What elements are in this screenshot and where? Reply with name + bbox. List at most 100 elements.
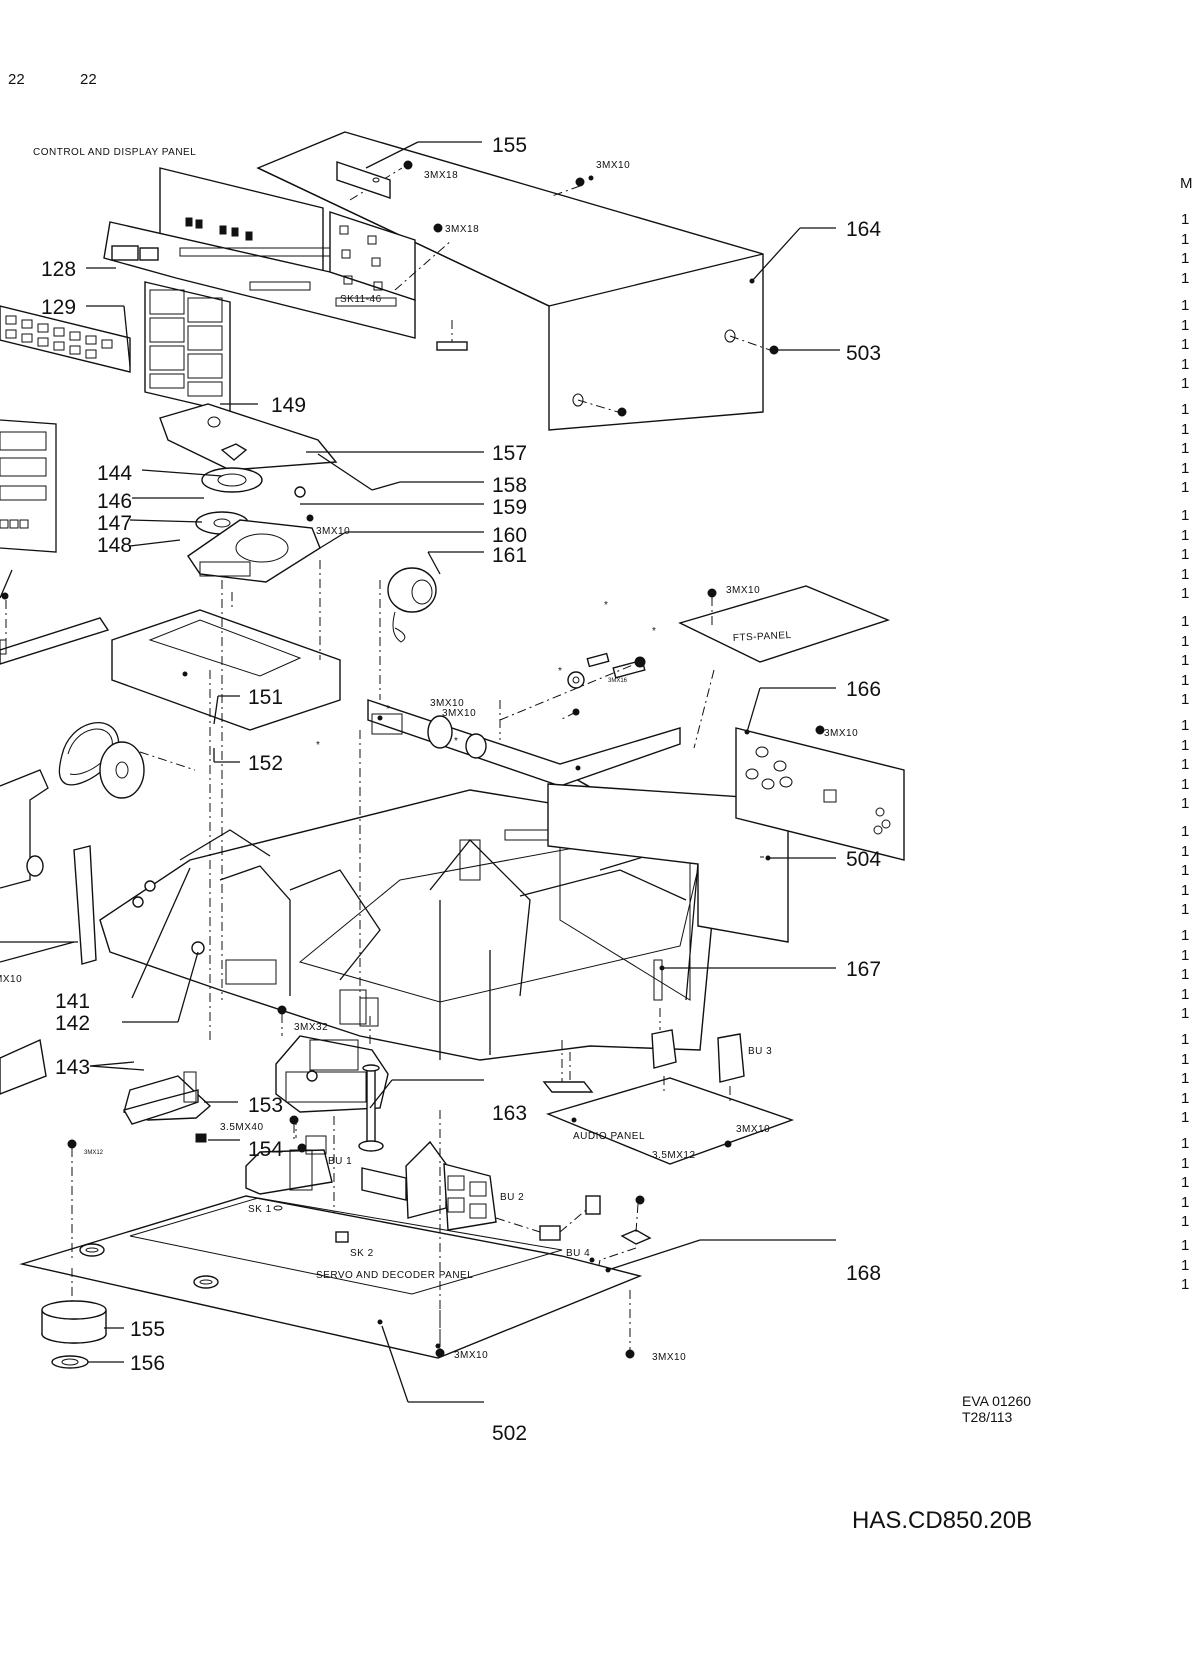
callout-167: 167: [846, 958, 881, 981]
parts-list-row-fragment: 1: [1181, 1237, 1189, 1254]
parts-list-row-fragment: 1: [1181, 479, 1189, 496]
callout-161: 161: [492, 544, 527, 567]
drawing-reference-line1: EVA 01260: [962, 1393, 1031, 1409]
pcb-components: [179, 225, 397, 307]
parts-list-row-fragment: 1: [1181, 652, 1189, 669]
parts-list-edge: M 11111111111111111111111111111111111111…: [1180, 175, 1193, 1293]
callout-156: 156: [130, 1352, 165, 1375]
parts-list-row-fragment: 1: [1181, 250, 1189, 267]
screw-label: 3MX10: [0, 974, 22, 985]
callout-153: 153: [248, 1094, 283, 1117]
parts-list-row-fragment: 1: [1181, 737, 1189, 754]
callout-155-foot: 155: [130, 1318, 165, 1341]
left-display-window: [0, 419, 57, 553]
sk1-label: SK 1: [248, 1204, 272, 1215]
bu4-connector: [539, 1195, 652, 1281]
callout-142: 142: [55, 1012, 90, 1035]
assembly-lines: [209, 580, 563, 1350]
parts-list-row-fragment: 1: [1181, 947, 1189, 964]
parts-list-row-fragment: 1: [1181, 507, 1189, 524]
parts-list-row-fragment: 1: [1181, 401, 1189, 418]
parts-list-row-fragment: 1: [1181, 1174, 1189, 1191]
screw-label: 3MX10: [824, 728, 858, 739]
parts-list-row-fragment: 1: [1181, 336, 1189, 353]
parts-list-row-fragment: 1: [1181, 717, 1189, 734]
callout-504: 504: [846, 848, 881, 871]
parts-list-row-fragment: 1: [1181, 1194, 1189, 1211]
callout-166: 166: [846, 678, 881, 701]
parts-list-row-fragment: 1: [1181, 795, 1189, 812]
screw-label: 3MX32: [294, 1022, 328, 1033]
chassis-rear-panel: [367, 699, 681, 787]
star-markers: * * * * * *: [316, 600, 656, 751]
callout-151: 151: [248, 686, 283, 709]
audio-panel-label: AUDIO PANEL: [573, 1131, 645, 1142]
parts-list-row-fragment: 1: [1181, 546, 1189, 563]
parts-list-row-fragment: 1: [1181, 862, 1189, 879]
parts-list-row-fragment: 1: [1181, 1257, 1189, 1274]
document-code: HAS.CD850.20B: [852, 1507, 1032, 1534]
rear-socket-panel: [735, 725, 905, 861]
parts-list-row-fragment: 1: [1181, 986, 1189, 1003]
bu2-connector: [361, 1140, 541, 1233]
servo-decoder-panel-label: SERVO AND DECODER PANEL: [316, 1270, 473, 1281]
star-marker: *: [454, 736, 458, 747]
page-number-right: 22: [80, 71, 97, 88]
screw-labels: 3MX18 3MX18 3MX10 3MX10 3MX10 3MX10 3MX1…: [0, 160, 858, 1363]
screw-label: 3MX10: [736, 1124, 770, 1135]
parts-list-row-fragment: 1: [1181, 566, 1189, 583]
parts-list-row-fragment: 1: [1181, 270, 1189, 287]
parts-list-row-fragment: 1: [1181, 691, 1189, 708]
parts-list-row-fragment: 1: [1181, 356, 1189, 373]
parts-list-row-fragment: 1: [1181, 421, 1189, 438]
front-strip: [0, 305, 131, 373]
bu3-label: BU 3: [748, 1046, 772, 1057]
screw-label: 3MX18: [424, 170, 458, 181]
callout-503: 503: [846, 342, 881, 365]
parts-list-heading: M: [1180, 175, 1193, 192]
callout-160: 160: [492, 524, 527, 547]
connector-labels: SK11-46 BU 1 BU 2 BU 3 BU 4 SK 1 SK 2: [248, 294, 772, 1259]
parts-list-row-fragment: 1: [1181, 966, 1189, 983]
parts-list-row-fragment: 1: [1181, 1070, 1189, 1087]
callout-157: 157: [492, 442, 527, 465]
parts-list-row-fragment: 1: [1181, 1276, 1189, 1293]
bracket-153: [122, 1071, 299, 1143]
fts-panel: [678, 585, 891, 749]
star-marker: *: [652, 626, 656, 637]
callout-163: 163: [492, 1102, 527, 1125]
screw-label: 3MX10: [726, 585, 760, 596]
parts-list-row-fragment: 1: [1181, 1213, 1189, 1230]
button-block: [144, 281, 231, 413]
foot: [41, 1300, 107, 1369]
cover-screws: [551, 177, 779, 417]
parts-list-row-fragment: 1: [1181, 585, 1189, 602]
sk2-label: SK 2: [350, 1248, 374, 1259]
parts-list-row-fragment: 1: [1181, 1005, 1189, 1022]
screw-label: 3MX18: [445, 224, 479, 235]
parts-list-row-fragment: 1: [1181, 375, 1189, 392]
parts-list-row-fragment: 1: [1181, 672, 1189, 689]
star-marker: *: [386, 704, 390, 715]
star-marker: *: [558, 666, 562, 677]
parts-list-row-fragment: 1: [1181, 297, 1189, 314]
callout-152: 152: [248, 752, 283, 775]
parts-list-row-fragment: 1: [1181, 843, 1189, 860]
control-display-panel: [103, 167, 468, 351]
base-plate: [19, 1139, 643, 1359]
callout-155: 155: [492, 134, 527, 157]
callout-154: 154: [248, 1138, 283, 1161]
drawing-reference-line2: T28/113: [962, 1409, 1013, 1425]
page-number-left: 22: [8, 71, 25, 88]
callout-146: 146: [97, 490, 132, 513]
parts-list-row-fragment: 1: [1181, 1051, 1189, 1068]
parts-list-row-fragment: 1: [1181, 1109, 1189, 1126]
callout-168: 168: [846, 1262, 881, 1285]
parts-list-row-fragment: 1: [1181, 211, 1189, 228]
callout-128: 128: [41, 258, 76, 281]
parts-list-row-fragment: 1: [1181, 776, 1189, 793]
callout-148: 148: [97, 534, 132, 557]
leader-lines: [0, 141, 840, 1403]
